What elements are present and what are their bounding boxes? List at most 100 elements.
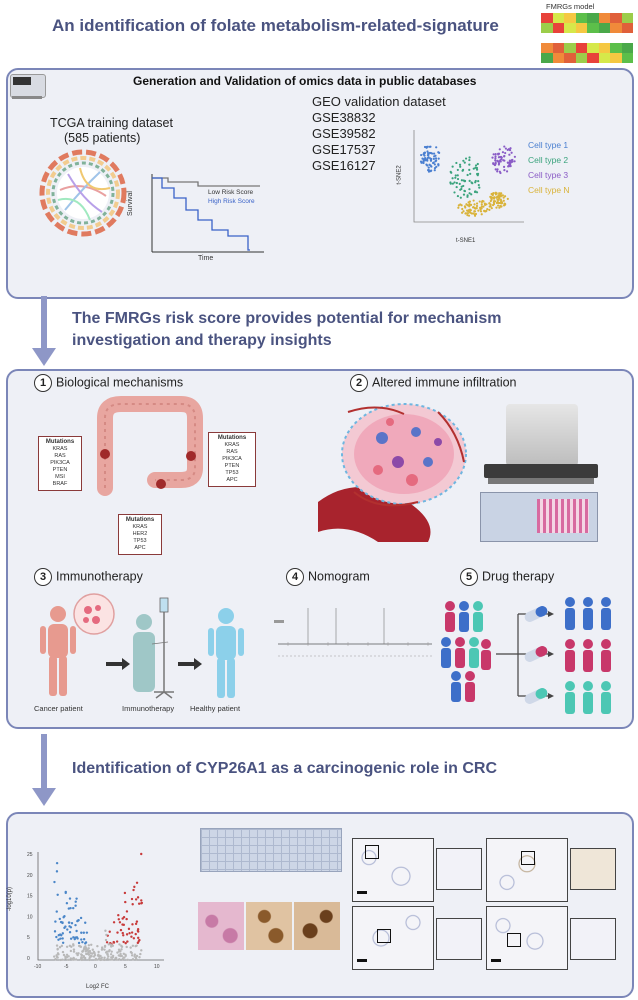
volcano-point: [138, 956, 141, 959]
volcano-point: [116, 951, 119, 954]
volcano-point: [87, 944, 91, 947]
tsne-point: [491, 156, 494, 159]
heatmap-cell: [564, 23, 576, 33]
tsne-point: [508, 153, 511, 156]
heatmap-cell: [598, 23, 610, 33]
tsne-point: [473, 203, 476, 206]
geo-label: GEO validation dataset: [312, 94, 446, 109]
volcano-point: [130, 931, 134, 934]
tsne-point: [468, 163, 471, 166]
geo-id-2: GSE39582: [312, 126, 376, 141]
tsne-legend-item: Cell type N: [528, 185, 570, 195]
tsne-point: [492, 162, 495, 165]
tsne-point: [472, 167, 475, 170]
tsne-point: [482, 200, 485, 203]
tsne-point: [426, 150, 429, 153]
gene: RAS: [226, 449, 238, 455]
tsne-point: [511, 160, 514, 163]
tsne-point: [423, 151, 426, 155]
volcano-point: [54, 920, 57, 923]
volcano-point: [72, 936, 75, 939]
tsne-point: [456, 174, 459, 177]
tsne-point: [497, 163, 500, 166]
sequencer-device-icon: [484, 404, 598, 486]
heatmap-cell: [621, 23, 633, 33]
tsne-point: [460, 179, 464, 182]
km-ylabel: Survival: [126, 191, 134, 216]
volcano-point: [67, 921, 71, 924]
tsne-point: [486, 208, 489, 211]
tsne-point: [464, 212, 467, 215]
volcano-point: [131, 944, 135, 948]
heatmap-cell: [621, 43, 633, 53]
tsne-xlabel: t-SNE1: [456, 238, 476, 244]
item-number: 4: [286, 568, 304, 586]
omics-panel-header: Generation and Validation of omics data …: [133, 74, 477, 88]
tsne-point: [461, 207, 464, 211]
ihc-zoom-panel: [352, 906, 434, 970]
tsne-point: [451, 182, 454, 185]
volcano-point: [96, 944, 99, 948]
gene: TP53: [225, 470, 239, 476]
tsne-point: [462, 210, 465, 213]
volcano-point: [114, 956, 118, 959]
volcano-point: [54, 957, 57, 961]
heatmap-cell: [541, 13, 553, 23]
heatmap-cell: [564, 33, 576, 43]
mutations-box-left: Mutations KRAS RAS PIK3CA PTEN MSI BRAF: [38, 436, 82, 491]
tsne-point: [426, 145, 429, 148]
item-label: Nomogram: [308, 569, 370, 584]
ihc-zoom-inset: [436, 848, 482, 890]
tsne-point: [494, 153, 497, 156]
volcano-point: [104, 951, 108, 954]
volcano-point: [69, 957, 72, 960]
immuno-label-cancer: Cancer patient: [34, 704, 83, 713]
tsne-point: [494, 193, 498, 196]
tsne-point: [496, 204, 500, 207]
volcano-point: [122, 934, 125, 937]
item-nomogram: 4 Nomogram: [286, 568, 370, 586]
tsne-point: [473, 210, 476, 213]
tsne-plot: [413, 130, 524, 223]
volcano-point: [75, 897, 78, 900]
tsne-point: [504, 203, 507, 206]
volcano-point: [79, 916, 83, 920]
heatmap-cell: [552, 33, 564, 43]
page-title: An identification of folate metabolism-r…: [52, 16, 499, 35]
tsne-point: [485, 209, 488, 213]
volcano-point: [107, 950, 111, 953]
gene: MSI: [55, 474, 65, 480]
tsne-point: [468, 204, 471, 207]
volcano-point: [92, 955, 96, 958]
volcano-point: [117, 954, 120, 957]
volcano-point: [56, 893, 59, 897]
tsne-axes: [413, 130, 524, 223]
volcano-point: [74, 900, 77, 903]
tsne-point: [465, 203, 468, 206]
arrow-text-1-line2: investigation and therapy insights: [72, 332, 332, 349]
volcano-point: [136, 896, 140, 899]
volcano-point: [74, 958, 78, 961]
sequencer-icon: [10, 70, 46, 100]
volcano-x-tick: 10: [154, 964, 160, 970]
tsne-point: [462, 159, 465, 162]
volcano-point: [110, 956, 113, 959]
tsne-point: [479, 208, 482, 211]
tsne-point: [513, 160, 516, 163]
tsne-point: [434, 157, 438, 160]
ihc-zoom-inset: [570, 918, 616, 960]
volcano-y-tick: 10: [27, 914, 33, 920]
volcano-point: [56, 948, 59, 951]
mutations-title: Mutations: [125, 517, 155, 523]
volcano-point: [58, 946, 62, 949]
volcano-point: [77, 941, 81, 945]
volcano-point: [55, 910, 58, 913]
tsne-point: [491, 193, 494, 196]
volcano-point: [137, 902, 141, 905]
gene: PIK3CA: [222, 456, 242, 462]
item-number: 2: [350, 374, 368, 392]
tsne-point: [503, 145, 506, 148]
tsne-point: [494, 155, 497, 158]
